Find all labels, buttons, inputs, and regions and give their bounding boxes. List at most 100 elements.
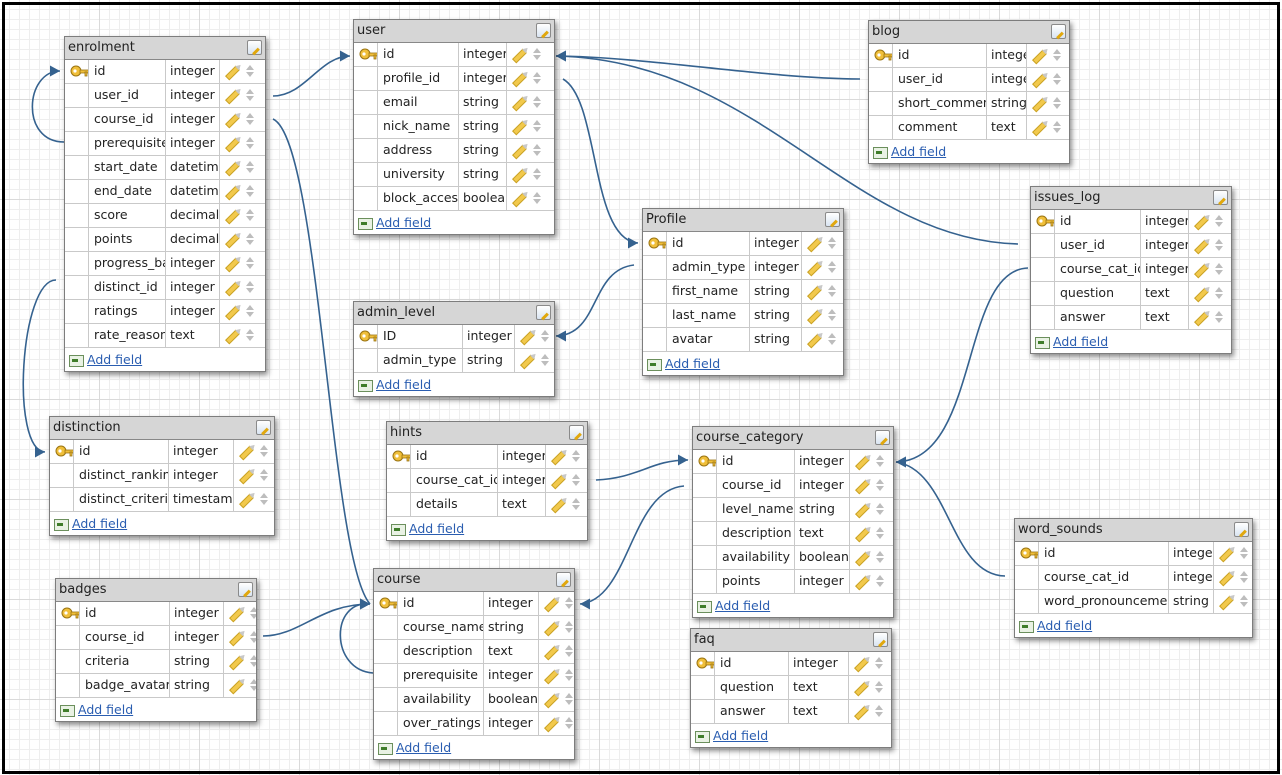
field-type[interactable]: string xyxy=(459,115,507,138)
reorder-field-icon[interactable] xyxy=(876,575,884,588)
add-field-icon[interactable] xyxy=(378,743,393,755)
reorder-field-icon[interactable] xyxy=(246,65,254,78)
reorder-field-icon[interactable] xyxy=(1053,49,1061,62)
table-title[interactable]: distinction xyxy=(50,417,274,440)
field-name[interactable]: id xyxy=(411,445,498,468)
reorder-field-icon[interactable] xyxy=(260,469,268,482)
field-type[interactable]: integer xyxy=(166,132,220,155)
reorder-field-icon[interactable] xyxy=(1240,595,1248,608)
field-name[interactable]: course_id xyxy=(80,626,170,649)
field-type[interactable]: integer xyxy=(795,474,850,497)
field-type[interactable]: string xyxy=(170,650,224,673)
reorder-field-icon[interactable] xyxy=(828,285,836,298)
field-name[interactable]: answer xyxy=(715,700,789,723)
edit-field-icon[interactable] xyxy=(512,120,527,136)
field-type[interactable]: integer xyxy=(987,44,1027,67)
relationship-line[interactable] xyxy=(555,55,1019,245)
reorder-field-icon[interactable] xyxy=(246,281,254,294)
field-type[interactable]: integer xyxy=(459,67,507,90)
edit-field-icon[interactable] xyxy=(544,669,559,685)
edit-table-icon[interactable] xyxy=(875,430,890,445)
table-blog[interactable]: blogidintegeruser_idintegershort_comment… xyxy=(868,20,1070,164)
reorder-field-icon[interactable] xyxy=(876,527,884,540)
field-type[interactable]: integer xyxy=(750,256,802,279)
reorder-field-icon[interactable] xyxy=(1215,311,1223,324)
field-type[interactable]: boolean xyxy=(459,187,507,210)
edit-field-icon[interactable] xyxy=(855,551,870,567)
reorder-field-icon[interactable] xyxy=(533,120,541,133)
table-title[interactable]: hints xyxy=(387,422,587,445)
reorder-field-icon[interactable] xyxy=(572,450,580,463)
edit-field-icon[interactable] xyxy=(225,89,240,105)
field-name[interactable]: user_id xyxy=(893,68,987,91)
field-type[interactable]: integer xyxy=(169,440,234,463)
reorder-field-icon[interactable] xyxy=(250,655,256,668)
field-name[interactable]: details xyxy=(411,493,498,516)
field-name[interactable]: comment xyxy=(893,116,987,139)
field-name[interactable]: short_comment xyxy=(893,92,987,115)
add-field-icon[interactable] xyxy=(695,731,710,743)
field-name[interactable]: block_access xyxy=(378,187,459,210)
field-name[interactable]: score xyxy=(89,204,166,227)
reorder-field-icon[interactable] xyxy=(565,717,573,730)
edit-field-icon[interactable] xyxy=(855,527,870,543)
field-name[interactable]: first_name xyxy=(667,280,750,303)
table-title[interactable]: blog xyxy=(869,21,1069,44)
field-type[interactable]: integer xyxy=(498,469,546,492)
field-type[interactable]: integer xyxy=(170,602,224,625)
field-name[interactable]: prerequisite xyxy=(398,664,484,687)
edit-field-icon[interactable] xyxy=(239,445,254,461)
field-name[interactable]: course_id xyxy=(89,108,166,131)
field-name[interactable]: user_id xyxy=(89,84,166,107)
field-type[interactable]: integer xyxy=(1141,210,1189,233)
field-name[interactable]: admin_type xyxy=(667,256,750,279)
table-title[interactable]: course_category xyxy=(693,427,893,450)
field-name[interactable]: address xyxy=(378,139,459,162)
field-name[interactable]: distinct_criteria xyxy=(74,488,169,511)
relationship-line[interactable] xyxy=(579,485,685,605)
relationship-line[interactable] xyxy=(562,78,639,244)
edit-field-icon[interactable] xyxy=(225,185,240,201)
reorder-field-icon[interactable] xyxy=(565,645,573,658)
field-name[interactable]: course_cat_id xyxy=(1039,566,1169,589)
edit-field-icon[interactable] xyxy=(225,113,240,129)
edit-table-icon[interactable] xyxy=(256,420,271,435)
reorder-field-icon[interactable] xyxy=(1240,547,1248,560)
field-name[interactable]: nick_name xyxy=(378,115,459,138)
field-type[interactable]: string xyxy=(459,91,507,114)
add-field-link[interactable]: Add field xyxy=(1037,618,1093,633)
edit-field-icon[interactable] xyxy=(225,305,240,321)
edit-field-icon[interactable] xyxy=(807,285,822,301)
edit-field-icon[interactable] xyxy=(229,631,244,647)
field-type[interactable]: integer xyxy=(750,232,802,255)
reorder-field-icon[interactable] xyxy=(246,161,254,174)
add-field-link[interactable]: Add field xyxy=(1053,334,1109,349)
field-name[interactable]: last_name xyxy=(667,304,750,327)
field-name[interactable]: user_id xyxy=(1055,234,1141,257)
